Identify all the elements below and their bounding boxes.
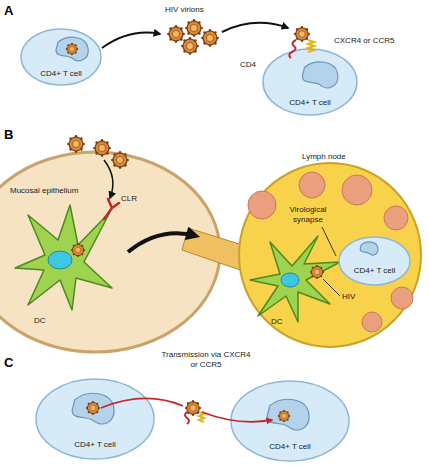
t-cell: CD4+ T cell: [230, 380, 350, 462]
t-cell: CD4+ T cell: [35, 378, 155, 460]
t-cell: CD4+ T cell: [20, 28, 102, 86]
cell-label: CD4+ T cell: [354, 266, 396, 276]
cell-label: CD4+ T cell: [40, 69, 82, 79]
t-cell: CD4+ T cell: [262, 48, 358, 116]
virion-label: HIV virions: [165, 5, 204, 15]
cell-label: CD4+ T cell: [289, 98, 331, 108]
synapse-label: Virological synapse: [280, 205, 336, 225]
coreceptor-label: CXCR4 or CCR5: [334, 36, 394, 46]
receptor-label: CD4: [240, 60, 256, 70]
panel-letter: A: [4, 4, 13, 18]
cell-type-label: DC: [271, 317, 283, 327]
organ-label: Lymph node: [302, 152, 346, 162]
panel-letter: B: [4, 128, 13, 142]
transmission-label: Transmission via CXCR4 or CCR5: [160, 350, 252, 370]
receptor-label: CLR: [121, 194, 137, 204]
lymph-node-art: [128, 163, 421, 347]
cell-label: CD4+ T cell: [74, 440, 116, 450]
tissue-label: Mucosal epithelium: [10, 186, 78, 196]
panel-letter: C: [4, 356, 13, 370]
panel-a-art: [102, 19, 288, 55]
virus-label: HIV: [342, 292, 355, 302]
cell-label: CD4+ T cell: [269, 442, 311, 452]
cell-shape: [338, 236, 411, 286]
cell-type-label: DC: [34, 316, 46, 326]
t-cell: CD4+ T cell: [338, 236, 411, 286]
